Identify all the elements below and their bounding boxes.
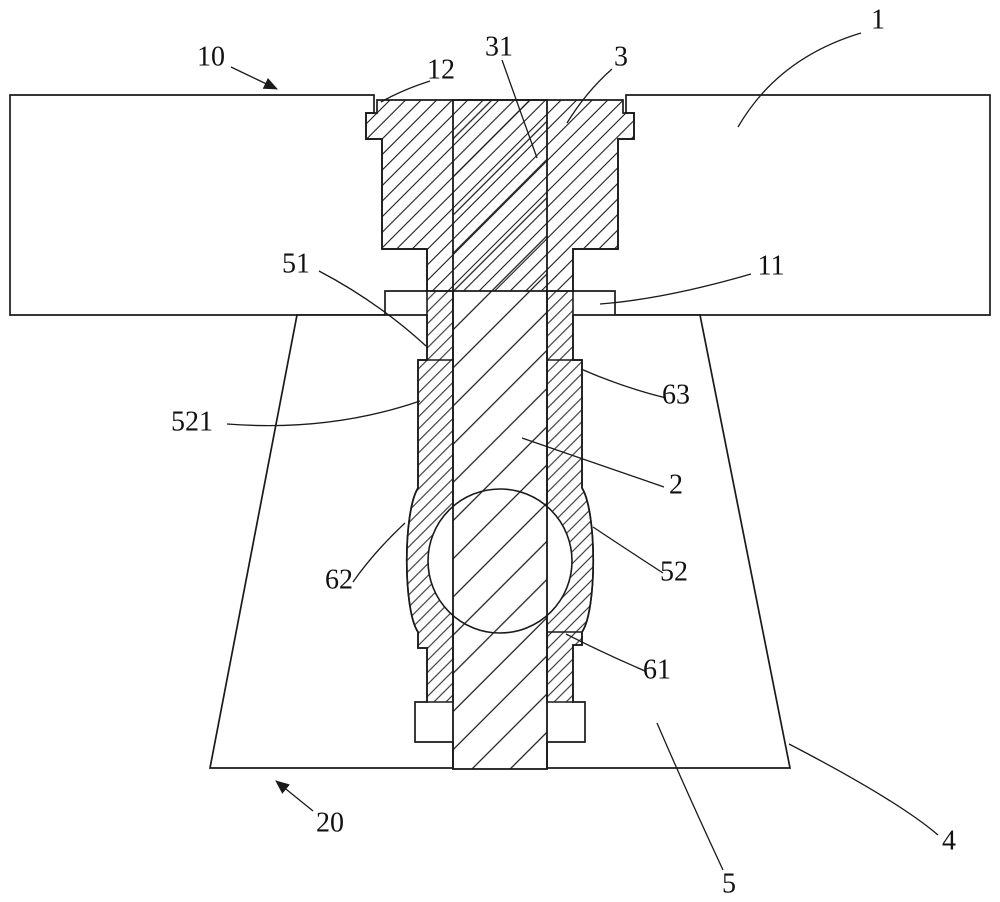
ref-label-3: 3 [614, 42, 628, 73]
fastener-shaft [452, 99, 548, 770]
ref-label-521: 521 [171, 407, 213, 438]
leader-line-51 [318, 270, 427, 347]
ref-label-61: 61 [643, 655, 671, 686]
ref-label-4: 4 [942, 826, 956, 857]
ref-label-63: 63 [662, 380, 690, 411]
ref-label-62: 62 [325, 565, 353, 596]
leader-line-63 [580, 368, 667, 399]
ref-label-1: 1 [871, 5, 885, 36]
upper-plate-right [572, 94, 991, 316]
leader-line-12 [380, 80, 431, 103]
leader-line-5 [656, 722, 724, 871]
leader-line-10 [230, 66, 278, 90]
leader-line-61 [565, 633, 646, 672]
leader-line-11 [599, 273, 752, 305]
leader-line-4 [788, 743, 939, 836]
ref-label-51: 51 [282, 249, 310, 280]
leader-line-1 [737, 32, 862, 128]
leader-line-52 [592, 526, 664, 574]
ref-label-10: 10 [197, 42, 225, 73]
leader-line-20 [275, 780, 314, 812]
leader-line-62 [352, 522, 406, 583]
leader-line-3 [566, 68, 613, 124]
ref-label-31: 31 [485, 32, 513, 63]
ref-label-52: 52 [660, 557, 688, 588]
ref-label-12: 12 [427, 55, 455, 86]
leader-line-521 [226, 400, 421, 427]
leader-line-2 [521, 437, 665, 488]
upper-plate-left [9, 94, 428, 316]
ref-label-2: 2 [669, 470, 683, 501]
ref-label-11: 11 [758, 251, 785, 282]
ref-label-5: 5 [722, 869, 736, 900]
leader-line-31 [501, 59, 538, 159]
reference-labels-layer: 1 10 12 31 3 51 11 63 521 2 62 52 61 20 4 5 [171, 5, 956, 900]
ref-label-20: 20 [316, 808, 344, 839]
